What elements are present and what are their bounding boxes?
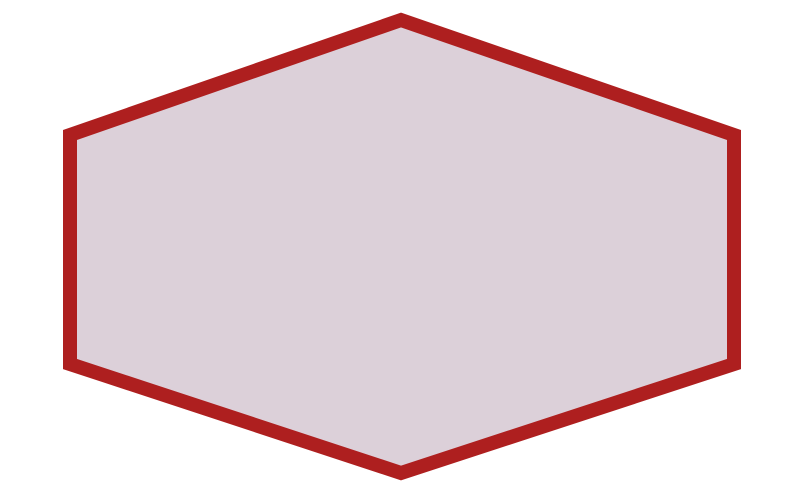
hexagon-shape — [63, 12, 741, 481]
